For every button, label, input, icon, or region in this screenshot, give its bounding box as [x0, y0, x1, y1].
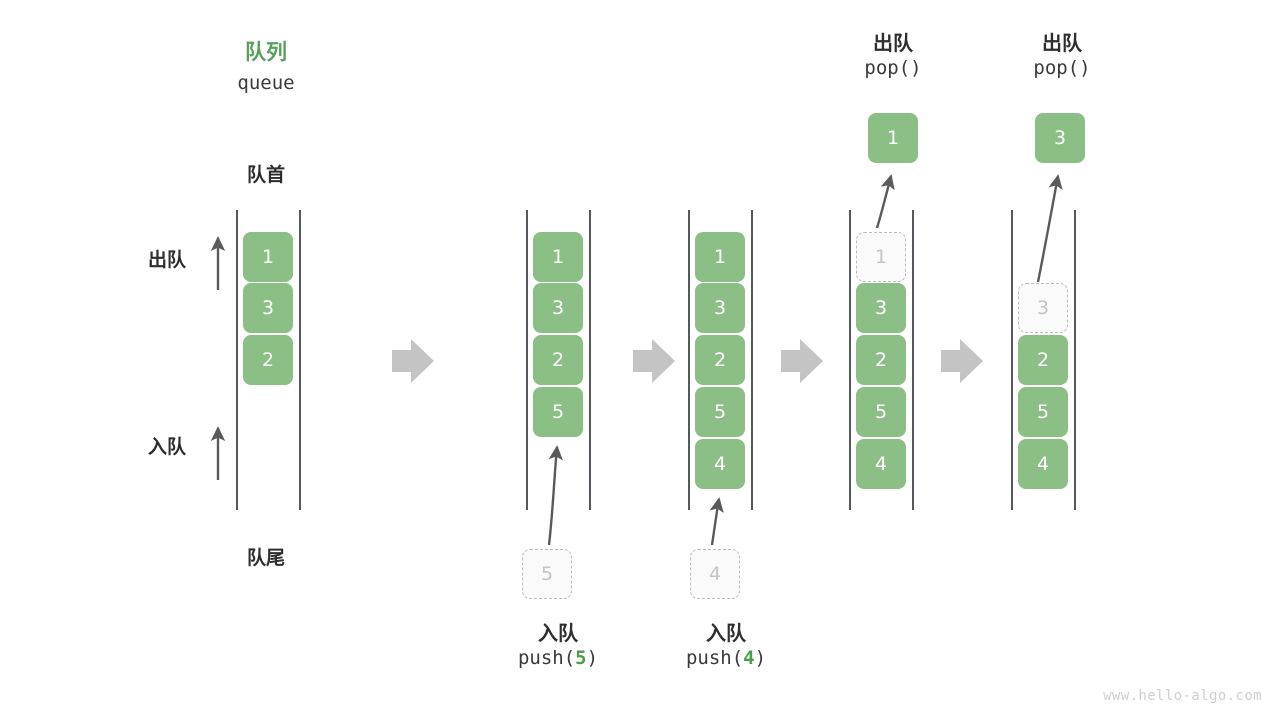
caption-push-5-cn: 入队 — [538, 621, 578, 645]
queue-cell: 2 — [695, 335, 745, 385]
queue-cell: 4 — [1018, 439, 1068, 489]
push-5-arrow — [547, 445, 563, 546]
queue-cell: 5 — [856, 387, 906, 437]
queue-title-code: queue — [237, 72, 295, 94]
caption-pop-3: 出队 pop() — [972, 30, 1152, 81]
queue-cell: 1 — [695, 232, 745, 282]
enqueue-direction-label: 入队 — [148, 436, 187, 458]
queue-cell: 4 — [695, 439, 745, 489]
queue-rail-right-col5 — [1074, 210, 1076, 510]
step-arrow-2 — [633, 339, 675, 383]
caption-pop-3-code: pop() — [972, 56, 1152, 81]
caption-pop-3-prefix: pop( — [1033, 57, 1080, 80]
queue-cell: 4 — [856, 439, 906, 489]
queue-rail-left-col3 — [688, 210, 690, 510]
queue-cell: 5 — [1018, 387, 1068, 437]
dequeue-direction-label: 出队 — [148, 249, 187, 271]
queue-cell: 3 — [533, 283, 583, 333]
caption-pop-3-cn: 出队 — [1042, 31, 1082, 55]
queue-cell: 5 — [695, 387, 745, 437]
queue-rail-right-col3 — [751, 210, 753, 510]
caption-push-5-prefix: push( — [517, 647, 576, 670]
caption-push-5: 入队 push(5) — [468, 620, 648, 671]
queue-rail-left-col5 — [1011, 210, 1013, 510]
caption-pop-3-suffix: ) — [1079, 57, 1091, 80]
caption-pop-1-suffix: ) — [910, 57, 922, 80]
queue-cell: 2 — [533, 335, 583, 385]
watermark: www.hello-algo.com — [1103, 688, 1262, 704]
queue-rail-right-col2 — [589, 210, 591, 510]
caption-push-4: 入队 push(4) — [636, 620, 816, 671]
queue-rail-left-col4 — [849, 210, 851, 510]
caption-pop-1: 出队 pop() — [803, 30, 983, 81]
step-arrow-4 — [941, 339, 983, 383]
push-4-arrow — [709, 497, 724, 546]
queue-cell: 2 — [1018, 335, 1068, 385]
caption-push-4-prefix: push( — [685, 647, 744, 670]
queue-cell: 1 — [533, 232, 583, 282]
caption-push-4-cn: 入队 — [706, 621, 746, 645]
caption-push-4-code: push(4) — [636, 646, 816, 671]
queue-rail-right-col1 — [299, 210, 301, 510]
queue-cell: 2 — [243, 335, 293, 385]
queue-cell-ghost: 5 — [522, 549, 572, 599]
pop-1-arrow — [875, 174, 895, 229]
pop-3-arrow — [1036, 174, 1063, 283]
queue-cell: 5 — [533, 387, 583, 437]
caption-push-5-suffix: ) — [586, 647, 599, 670]
queue-cell: 3 — [243, 283, 293, 333]
caption-push-4-arg: 4 — [743, 647, 755, 670]
queue-front-label: 队首 — [246, 164, 285, 186]
queue-title-cn: 队列 — [245, 40, 287, 64]
queue-cell: 3 — [1035, 113, 1085, 163]
queue-rail-left-col1 — [236, 210, 238, 510]
queue-cell: 2 — [856, 335, 906, 385]
queue-cell: 3 — [856, 283, 906, 333]
queue-cell: 1 — [868, 113, 918, 163]
queue-rear-label: 队尾 — [246, 547, 285, 569]
caption-pop-1-cn: 出队 — [873, 31, 913, 55]
caption-push-4-suffix: ) — [754, 647, 767, 670]
queue-rail-right-col4 — [912, 210, 914, 510]
queue-cell: 1 — [243, 232, 293, 282]
caption-push-5-arg: 5 — [575, 647, 587, 670]
step-arrow-1 — [392, 339, 434, 383]
queue-cell-ghost: 4 — [690, 549, 740, 599]
step-arrow-3 — [781, 339, 823, 383]
queue-cell-ghost: 1 — [856, 232, 906, 282]
queue-rail-left-col2 — [526, 210, 528, 510]
caption-push-5-code: push(5) — [468, 646, 648, 671]
caption-pop-1-code: pop() — [803, 56, 983, 81]
queue-cell-ghost: 3 — [1018, 283, 1068, 333]
caption-pop-1-prefix: pop( — [864, 57, 911, 80]
queue-cell: 3 — [695, 283, 745, 333]
